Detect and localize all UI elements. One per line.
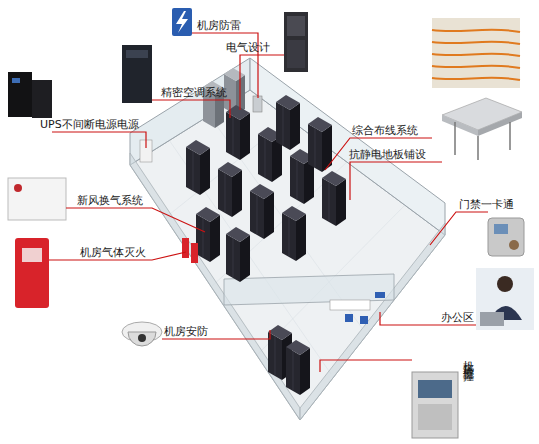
gas-cylinder — [182, 238, 189, 258]
cable — [432, 66, 520, 68]
server-rack — [308, 117, 332, 172]
ups-display — [12, 78, 20, 83]
floor-tile-edge — [442, 115, 478, 136]
callout-label: 综合布线系统 — [352, 124, 418, 137]
office-photo — [476, 268, 534, 330]
server-rack — [250, 184, 274, 239]
floor-support — [454, 122, 456, 155]
cabinet-panel — [287, 40, 305, 68]
grid-line — [211, 162, 347, 287]
glass-wall — [250, 58, 445, 235]
gas-cylinder — [191, 243, 198, 263]
extinguisher-label — [22, 248, 42, 262]
power-panel — [253, 96, 262, 112]
cabinet-panel — [287, 16, 305, 36]
callout-label: 办公区 — [441, 311, 474, 324]
server-rack — [322, 171, 346, 226]
floor-support — [509, 122, 511, 150]
callout-label: 新风换气系统 — [77, 194, 143, 207]
leader-line — [350, 162, 442, 200]
leader-line — [52, 132, 146, 148]
callout-label: 电气设计 — [226, 41, 270, 54]
office-chair — [375, 292, 385, 298]
lightning-bolt — [176, 11, 188, 33]
ups-icon — [32, 80, 52, 118]
leader-line — [380, 312, 476, 325]
camera-dome — [128, 332, 156, 346]
electrical-cabinet — [284, 12, 308, 72]
person-head — [497, 276, 513, 292]
leader-line — [325, 138, 432, 170]
ups-icon — [8, 72, 32, 117]
cable — [432, 78, 520, 80]
fingerprint-pad — [509, 240, 519, 250]
server-rack — [276, 95, 300, 150]
cabinet-panel — [126, 50, 148, 58]
fresh-air-unit — [8, 178, 66, 220]
cabling-photo — [432, 18, 520, 88]
monitor-screen — [418, 380, 452, 398]
floor-tile-edge — [478, 112, 522, 136]
server-rack — [226, 227, 250, 282]
callout-label: UPS不间断电源电源 — [40, 118, 139, 131]
floor-support — [477, 136, 479, 160]
camera-lens — [138, 334, 146, 342]
unit-logo — [14, 184, 22, 192]
server-rack — [282, 206, 306, 261]
server-rack — [218, 162, 242, 217]
monitor-keypad — [418, 404, 452, 430]
callout-label: 机房气体灭火 — [80, 246, 146, 259]
room-floor — [130, 90, 445, 420]
office-chair — [360, 316, 368, 324]
laptop — [480, 312, 504, 326]
monitor-panel-icon — [412, 372, 458, 438]
callout-label: 抗静电地板铺设 — [349, 148, 426, 161]
callout-label: 机房环境监控 — [462, 352, 475, 364]
leader-lines — [49, 33, 488, 372]
office-desk — [330, 300, 370, 310]
leader-line — [152, 100, 230, 118]
cable-bundle — [432, 30, 520, 80]
leader-line — [66, 208, 205, 232]
access-control-icon — [488, 218, 524, 256]
ac-cabinet-icon — [122, 45, 152, 103]
access-screen — [494, 224, 508, 234]
callout-label: 门禁一卡通 — [459, 198, 514, 211]
cable — [432, 30, 520, 32]
leader-line — [320, 360, 412, 372]
leader-line — [240, 55, 284, 110]
callout-label: 机房防雷 — [197, 19, 241, 32]
cable — [432, 54, 520, 56]
server-rack — [196, 207, 220, 262]
server-rack — [286, 340, 310, 395]
leader-line — [430, 212, 488, 245]
callout-label: 精密空调系统 — [161, 86, 227, 99]
callout-label: 机房安防 — [164, 325, 208, 338]
office-chair — [345, 314, 353, 322]
server-rack — [186, 140, 210, 195]
gas-extinguisher-icon — [15, 238, 49, 308]
cable — [432, 42, 520, 44]
lightning-icon — [172, 8, 192, 36]
